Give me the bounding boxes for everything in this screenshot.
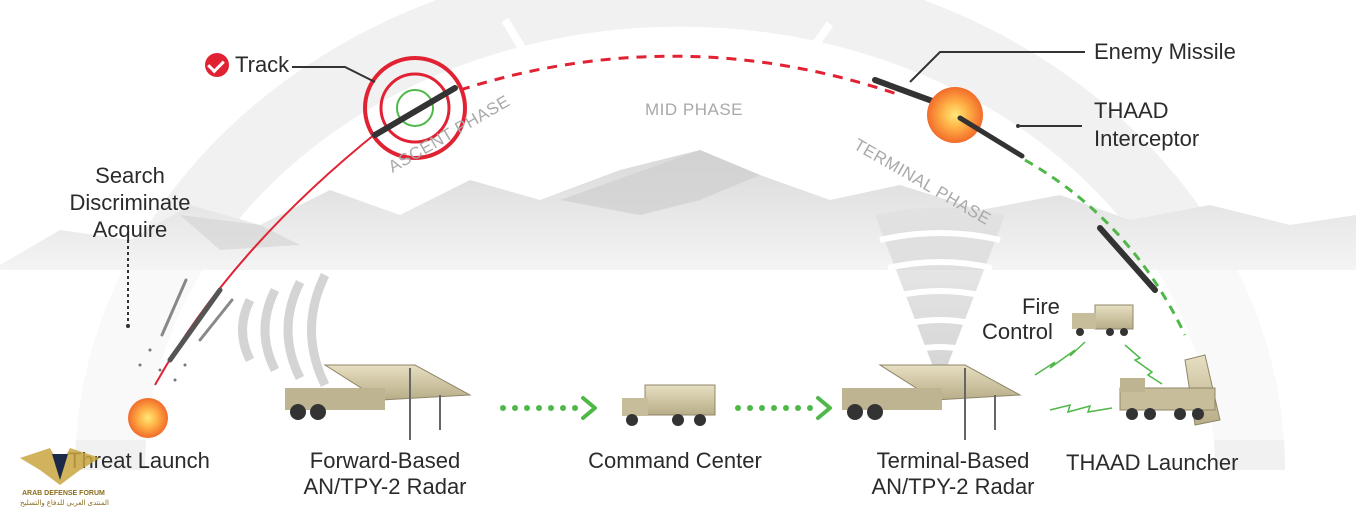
phase-arc-divider-1 — [501, 17, 544, 81]
enemy-missile-body — [872, 77, 938, 105]
fire-control-vehicle — [1072, 304, 1134, 336]
terminal-radar-label-2: AN/TPY-2 Radar — [871, 474, 1035, 499]
track-leader — [292, 66, 376, 83]
thaad-launcher-label: THAAD Launcher — [1066, 450, 1239, 475]
mountain-shading — [560, 150, 760, 215]
phase-arc-divider-2 — [786, 21, 834, 83]
launch-missiles — [138, 278, 234, 382]
track-target — [363, 56, 467, 160]
track-label-group: Track — [205, 52, 289, 78]
thaad-interceptor-label-1: THAAD — [1094, 98, 1169, 123]
acquire-label: Acquire — [92, 217, 168, 242]
radio-links — [1034, 341, 1163, 414]
thaad-launcher-vehicle — [1119, 354, 1221, 426]
forward-radar-label-1: Forward-Based — [309, 448, 461, 473]
interceptor-trajectory — [1024, 158, 1187, 336]
watermark-name: ARAB DEFENSE FORUM — [22, 490, 105, 497]
terminal-radar-beam — [875, 207, 1005, 385]
forward-radar-label-2: AN/TPY-2 Radar — [303, 474, 467, 499]
data-link-forward-to-command — [500, 396, 597, 420]
launch-fireball — [128, 398, 168, 438]
command-center-vehicle — [622, 384, 716, 426]
terminal-radar-label-1: Terminal-Based — [876, 448, 1030, 473]
enemy-missile-label: Enemy Missile — [1094, 39, 1236, 64]
interceptor-rising — [1097, 225, 1158, 293]
intercept-fireball — [927, 87, 983, 143]
command-center-label: Command Center — [588, 448, 762, 473]
thaad-interceptor-body — [957, 115, 1025, 159]
thaad-interceptor-label-2: Interceptor — [1094, 126, 1200, 151]
enemy-missile-leader — [909, 51, 1085, 83]
checkmark-icon — [205, 53, 229, 77]
mountain-shading-2 — [180, 215, 300, 250]
terminal-radar-vehicle — [842, 364, 1022, 440]
forward-radar-beam — [238, 273, 330, 387]
mountain-range — [0, 150, 1356, 270]
data-link-command-to-terminal — [735, 396, 832, 420]
discriminate-label: Discriminate — [69, 190, 191, 215]
fire-control-label-1: Fire — [1022, 294, 1060, 319]
midcourse-trajectory — [459, 54, 901, 97]
forum-logo-icon — [20, 448, 100, 485]
mid-phase-label: MID PHASE — [645, 100, 744, 119]
search-label: Search — [95, 163, 165, 188]
watermark-arabic: المنتدى العربي للدفاع والتسليح — [20, 500, 109, 507]
forward-radar-vehicle — [285, 364, 472, 440]
fire-control-label-2: Control — [982, 319, 1053, 344]
track-label: Track — [235, 52, 290, 77]
